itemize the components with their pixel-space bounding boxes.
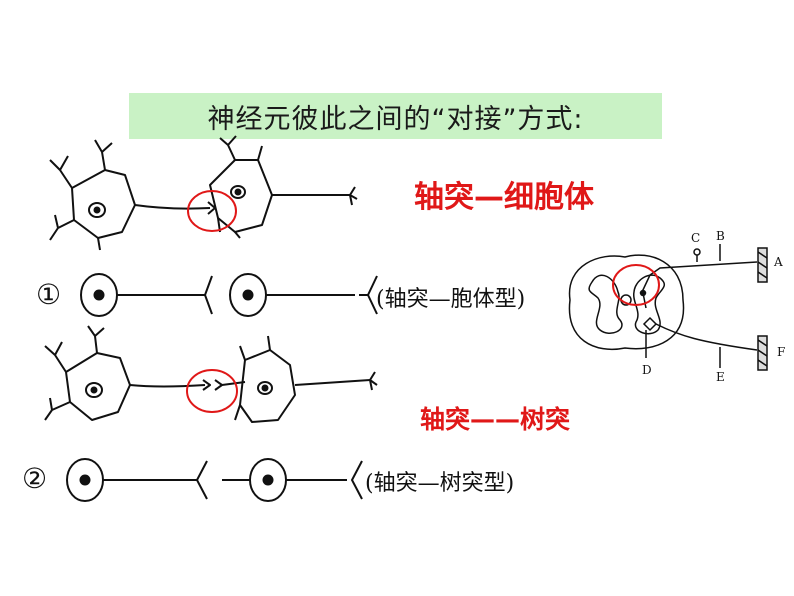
title-banner: 神经元彼此之间的“对接”方式:	[129, 93, 662, 139]
page-title: 神经元彼此之间的“对接”方式:	[207, 103, 584, 135]
neuron-body-left-2	[65, 352, 131, 421]
neuron-body-right-2	[239, 349, 296, 423]
label-d: D	[642, 363, 652, 377]
neuron-drawing-2	[44, 325, 378, 423]
neuron-body-right-1	[209, 159, 273, 233]
label-b: B	[716, 229, 725, 243]
neuron-body-left-1	[71, 169, 136, 239]
schematic-1	[80, 273, 378, 317]
spinal-cord-outline	[568, 254, 685, 351]
axon-1	[134, 204, 211, 210]
type-1-number: ①	[36, 278, 62, 311]
neuron-drawing-1	[49, 135, 358, 251]
nucleus-left-1	[88, 202, 106, 218]
synapse-highlight-1	[187, 190, 237, 232]
type-2-number: ②	[22, 462, 48, 495]
label-c: C	[691, 231, 701, 245]
label-f: F	[777, 345, 786, 359]
label-e: E	[716, 370, 725, 384]
synapse-highlight-2	[186, 369, 238, 413]
schematic-2	[66, 458, 363, 502]
axon-dendrite-type-label: (轴突—树突型)	[365, 471, 515, 496]
nucleus-right-1	[230, 185, 246, 199]
grey-matter-right	[633, 274, 665, 335]
label-a: A	[774, 255, 783, 269]
spinal-synapse-highlight	[612, 264, 660, 306]
spinal-cord-diagram	[568, 244, 768, 371]
axon-soma-type-label: (轴突—胞体型)	[376, 287, 526, 312]
axon-dendrite-red-label: 轴突——树突	[420, 405, 571, 434]
grey-matter-left	[588, 274, 623, 334]
axon-soma-red-label: 轴突—细胞体	[414, 180, 594, 215]
